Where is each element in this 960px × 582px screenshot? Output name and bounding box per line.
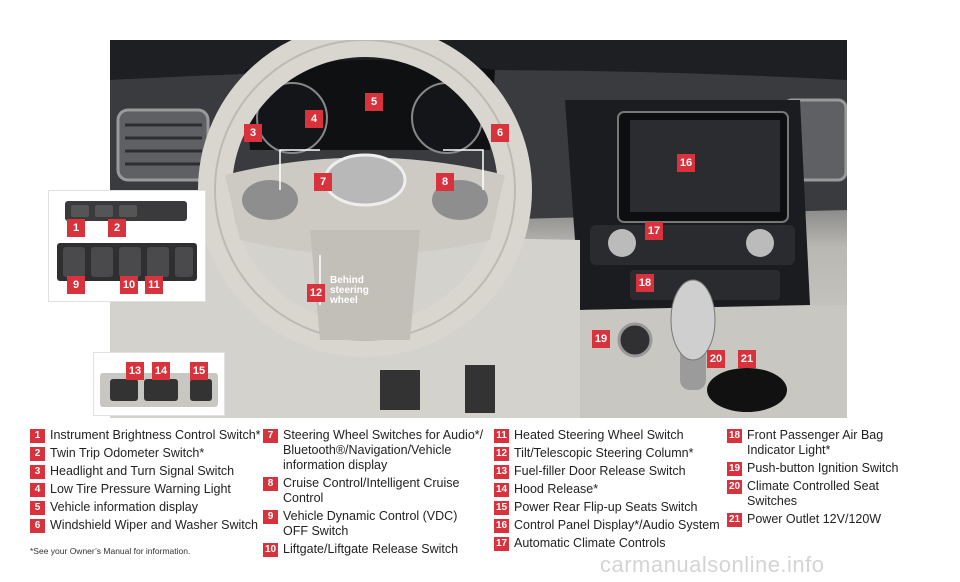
callout-1: 1: [67, 219, 85, 237]
legend-text: Push-button Ignition Switch: [747, 461, 899, 475]
callout-3: 3: [244, 124, 262, 142]
legend-number: 8: [263, 477, 278, 491]
legend-text: Vehicle information display: [50, 500, 198, 514]
footnote: *See your Owner’s Manual for information…: [30, 546, 191, 556]
legend-text: Power Outlet 12V/120W: [747, 512, 882, 526]
legend-number: 17: [494, 537, 509, 551]
legend-text: Fuel-filler Door Release Switch: [514, 464, 686, 478]
legend-text: Front Passenger Air Bag Indicator Light*: [747, 428, 884, 457]
legend-number: 11: [494, 429, 509, 443]
callout-16: 16: [677, 154, 695, 172]
behind-steering-wheel-label: Behind steering wheel: [330, 276, 369, 306]
legend-number: 15: [494, 501, 509, 515]
callout-14: 14: [152, 362, 170, 380]
callout-6: 6: [491, 124, 509, 142]
callout-15: 15: [190, 362, 208, 380]
legend-item: 21 Power Outlet 12V/120W: [727, 512, 927, 527]
legend-item: 16 Control Panel Display*/Audio System: [494, 518, 720, 533]
legend-item: 7 Steering Wheel Switches for Audio*/ Blu…: [263, 428, 485, 473]
legend-item: 13 Fuel-filler Door Release Switch: [494, 464, 720, 479]
legend-item: 19 Push-button Ignition Switch: [727, 461, 927, 476]
legend-number: 12: [494, 447, 509, 461]
callout-10: 10: [120, 276, 138, 294]
legend-number: 3: [30, 465, 45, 479]
legend-item: 15 Power Rear Flip-up Seats Switch: [494, 500, 720, 515]
legend-number: 13: [494, 465, 509, 479]
legend-number: 1: [30, 429, 45, 443]
legend-item: 1 Instrument Brightness Control Switch*: [30, 428, 262, 443]
legend-number: 21: [727, 513, 742, 527]
behind-label-line-2: steering: [330, 285, 369, 296]
callout-2: 2: [108, 219, 126, 237]
callout-18: 18: [636, 274, 654, 292]
legend-text: Control Panel Display*/Audio System: [514, 518, 720, 532]
legend-text: Windshield Wiper and Washer Switch: [50, 518, 258, 532]
legend-text: Climate Controlled Seat Switches: [747, 479, 880, 508]
legend-item: 12 Tilt/Telescopic Steering Column*: [494, 446, 720, 461]
legend-number: 19: [727, 462, 742, 476]
legend-item: 6 Windshield Wiper and Washer Switch: [30, 518, 262, 533]
legend-text: Heated Steering Wheel Switch: [514, 428, 684, 442]
legend-text: Instrument Brightness Control Switch*: [50, 428, 261, 442]
legend-text: Liftgate/Liftgate Release Switch: [283, 542, 459, 556]
legend-number: 7: [263, 429, 278, 443]
legend-text: Hood Release*: [514, 482, 599, 496]
callout-8: 8: [436, 173, 454, 191]
legend-text: Tilt/Telescopic Steering Column*: [514, 446, 694, 460]
legend-item: 18 Front Passenger Air Bag Indicator Ligh…: [727, 428, 927, 458]
legend-number: 2: [30, 447, 45, 461]
legend-number: 4: [30, 483, 45, 497]
legend-number: 20: [727, 480, 742, 494]
callout-17: 17: [645, 222, 663, 240]
legend-item: 14 Hood Release*: [494, 482, 720, 497]
legend-text: Twin Trip Odometer Switch*: [50, 446, 205, 460]
legend-text: Cruise Control/Intelligent Cruise Contro…: [283, 476, 460, 505]
legend-column-4: 18 Front Passenger Air Bag Indicator Ligh…: [727, 428, 927, 530]
legend-item: 5 Vehicle information display: [30, 500, 262, 515]
legend-item: 20 Climate Controlled Seat Switches: [727, 479, 927, 509]
callout-9: 9: [67, 276, 85, 294]
legend-text: Automatic Climate Controls: [514, 536, 666, 550]
legend-column-3: 11 Heated Steering Wheel Switch 12 Tilt/Te…: [494, 428, 720, 554]
callout-19: 19: [592, 330, 610, 348]
legend-item: 10 Liftgate/Liftgate Release Switch: [263, 542, 485, 557]
legend-item: 11 Heated Steering Wheel Switch: [494, 428, 720, 443]
callout-7: 7: [314, 173, 332, 191]
legend-number: 18: [727, 429, 742, 443]
legend-item: 4 Low Tire Pressure Warning Light: [30, 482, 262, 497]
legend-text: Vehicle Dynamic Control (VDC) OFF Switch: [283, 509, 458, 538]
legend-item: 9 Vehicle Dynamic Control (VDC) OFF Switc…: [263, 509, 485, 539]
legend-text: Steering Wheel Switches for Audio*/ Blue…: [283, 428, 484, 472]
lower-switch-illustration: [100, 373, 218, 407]
behind-label-line-3: wheel: [330, 295, 358, 306]
callout-20: 20: [707, 350, 725, 368]
behind-label-line-1: Behind: [330, 275, 364, 286]
legend-text: Power Rear Flip-up Seats Switch: [514, 500, 698, 514]
switch-inset-lower: [93, 352, 225, 416]
legend-item: 8 Cruise Control/Intelligent Cruise Contr…: [263, 476, 485, 506]
callout-11: 11: [145, 276, 163, 294]
legend-column-2: 7 Steering Wheel Switches for Audio*/ Blu…: [263, 428, 485, 560]
legend-number: 9: [263, 510, 278, 524]
switch-panel-illustration: [57, 201, 197, 281]
legend-number: 14: [494, 483, 509, 497]
legend-item: 2 Twin Trip Odometer Switch*: [30, 446, 262, 461]
legend-item: 3 Headlight and Turn Signal Switch: [30, 464, 262, 479]
callout-13: 13: [126, 362, 144, 380]
legend-number: 6: [30, 519, 45, 533]
legend-column-1: 1 Instrument Brightness Control Switch* 2…: [30, 428, 262, 536]
watermark: carmanualsonline.info: [600, 552, 825, 577]
callout-4: 4: [305, 110, 323, 128]
callout-12: 12: [307, 284, 325, 302]
legend-number: 10: [263, 543, 278, 557]
legend-text: Headlight and Turn Signal Switch: [50, 464, 235, 478]
legend-text: Low Tire Pressure Warning Light: [50, 482, 231, 496]
callout-5: 5: [365, 93, 383, 111]
legend-number: 5: [30, 501, 45, 515]
callout-21: 21: [738, 350, 756, 368]
legend-item: 17 Automatic Climate Controls: [494, 536, 720, 551]
legend-number: 16: [494, 519, 509, 533]
